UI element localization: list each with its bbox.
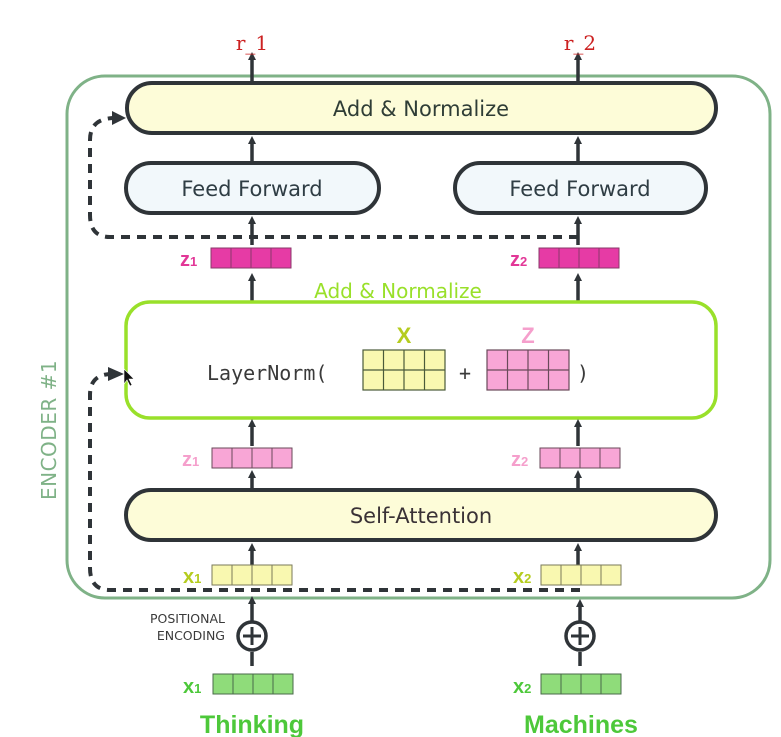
x2-embedding-vector xyxy=(540,673,622,695)
output-label-1: r_1 xyxy=(236,31,268,55)
layernorm-x-label: X xyxy=(397,323,412,348)
z1-output-label: z1 xyxy=(180,249,197,271)
layernorm-x-matrix xyxy=(362,349,446,391)
encoder-label: ENCODER #1 xyxy=(37,360,61,500)
positional-encoding-line2: ENCODING xyxy=(157,628,225,643)
x2-embedding-label: x2 xyxy=(513,676,531,698)
layernorm-prefix: LayerNorm( xyxy=(207,361,327,385)
positional-add-1-icon xyxy=(236,620,268,652)
self-attention-block xyxy=(124,488,718,542)
layernorm-plus: + xyxy=(459,361,471,385)
x1-encoder-vector xyxy=(211,564,293,586)
positional-encoding-line1: POSITIONAL xyxy=(150,611,225,626)
feed-forward-1-label: Feed Forward xyxy=(181,177,322,201)
output-label-2: r_2 xyxy=(564,31,596,55)
feed-forward-1-block xyxy=(124,161,381,215)
z1-attention-vector xyxy=(211,447,293,469)
feed-forward-2-label: Feed Forward xyxy=(509,177,650,201)
z2-output-vector xyxy=(538,247,620,269)
x1-embedding-label: x1 xyxy=(183,676,201,698)
z1-attention-label: z1 xyxy=(182,449,199,471)
feed-forward-2-block xyxy=(453,161,708,215)
residual-lower-arrowhead xyxy=(108,367,124,381)
x1-embedding-vector xyxy=(212,673,294,695)
layernorm-z-matrix xyxy=(486,349,570,391)
positional-add-2-icon xyxy=(564,620,596,652)
input-word-1: Thinking xyxy=(200,711,304,737)
residual-connection-upper xyxy=(88,116,578,239)
x1-encoder-label: x1 xyxy=(183,566,201,588)
x2-encoder-label: x2 xyxy=(513,566,531,588)
layernorm-suffix: ) xyxy=(577,361,589,385)
residual-connection-lower xyxy=(88,372,580,592)
z2-attention-label: z2 xyxy=(511,449,528,471)
mid-add-normalize-label: Add & Normalize xyxy=(314,279,482,303)
mouse-cursor-icon xyxy=(123,368,135,387)
residual-upper-arrowhead xyxy=(112,111,126,125)
self-attention-label: Self-Attention xyxy=(350,504,492,528)
top-add-normalize-block xyxy=(125,81,718,135)
z1-output-vector xyxy=(210,247,292,269)
z2-attention-vector xyxy=(539,447,621,469)
x2-encoder-vector xyxy=(540,564,622,586)
z2-output-label: z2 xyxy=(510,249,527,271)
encoder-box xyxy=(65,74,772,600)
layernorm-z-label: Z xyxy=(521,323,534,348)
top-add-normalize-label: Add & Normalize xyxy=(333,97,509,121)
input-word-2: Machines xyxy=(524,711,638,737)
